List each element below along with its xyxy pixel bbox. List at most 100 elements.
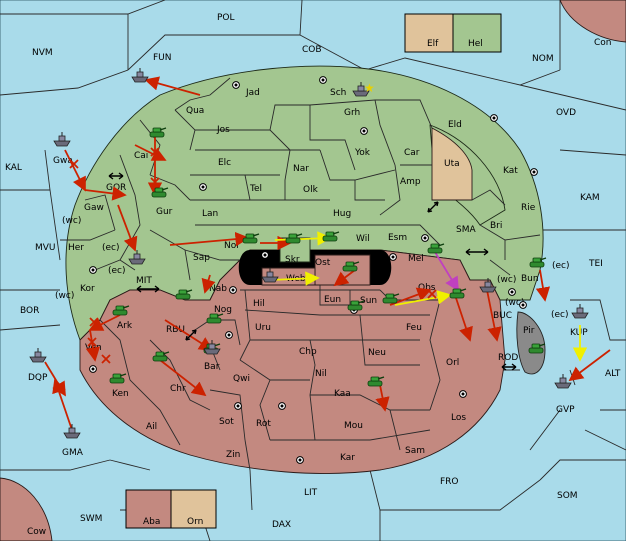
supply-center-icon — [89, 365, 97, 373]
label-lan: Lan — [202, 209, 218, 219]
supply-center-icon — [296, 456, 304, 464]
double-arrow-icon — [427, 201, 439, 213]
label-grh: Grh — [344, 108, 360, 118]
support-arrow — [269, 271, 320, 286]
label-mvu: MVU — [35, 243, 56, 253]
failed-icon — [87, 337, 97, 347]
label-lit: LIT — [304, 488, 318, 498]
label-jad: Jad — [245, 88, 260, 98]
label-tei: TEI — [588, 259, 603, 269]
label-gma: GMA — [62, 448, 84, 458]
label-sap: Sap — [193, 253, 210, 263]
supply-center-icon — [508, 288, 516, 296]
coast-tag: (ec) — [102, 243, 120, 253]
label-skr: Skr — [285, 255, 300, 265]
label-nog: Nog — [214, 305, 232, 315]
move-arrow — [568, 349, 611, 382]
label-nom: NOM — [532, 54, 554, 64]
failed-marks — [69, 147, 437, 364]
label-feu: Feu — [406, 323, 422, 333]
coast-tag: (ec) — [551, 310, 569, 320]
label-los: Los — [451, 413, 466, 423]
coast-tag: (wc) — [497, 275, 516, 285]
label-ost: Ost — [315, 258, 331, 268]
label-qwi: Qwi — [233, 374, 250, 384]
move-arrow — [88, 314, 121, 331]
supply-center-icon — [199, 183, 207, 191]
label-uru: Uru — [255, 323, 271, 333]
label-dax: DAX — [272, 520, 291, 530]
label-eun: Eun — [324, 295, 341, 305]
label-kat: Kat — [503, 166, 518, 176]
label-cow: Cow — [27, 527, 46, 537]
star-icon: ★ — [364, 81, 375, 95]
move-arrow — [333, 269, 356, 287]
support-arrow — [274, 231, 332, 246]
label-nil: Nil — [315, 369, 327, 379]
label-zin: Zin — [226, 450, 240, 460]
move-arrow — [144, 76, 201, 96]
label-eld: Eld — [448, 120, 462, 130]
label-car: Car — [404, 148, 420, 158]
label-pol: POL — [217, 13, 235, 23]
coast-tag: (wc) — [505, 298, 524, 308]
supply-center-icon — [360, 127, 368, 135]
failed-icon — [427, 289, 437, 299]
label-bri: Bri — [490, 221, 502, 231]
coast-tag: (ec) — [552, 261, 570, 271]
move-arrow — [169, 231, 250, 247]
move-arrow — [164, 319, 214, 351]
label-buc: BUC — [493, 311, 512, 321]
label-tel: Tel — [249, 184, 262, 194]
label-sun: Sun — [360, 296, 377, 306]
label-rot: Rot — [256, 419, 271, 429]
move-arrow — [52, 378, 73, 431]
region-pir[interactable] — [516, 311, 546, 375]
coast-tag: (wc) — [62, 216, 81, 226]
label-kal: KAL — [5, 163, 22, 173]
region-uta[interactable] — [431, 127, 473, 201]
label-rbu: RBU — [166, 325, 185, 335]
supply-center-icon — [229, 286, 237, 294]
convoy-arrow — [434, 251, 459, 292]
label-gur: Gur — [156, 207, 173, 217]
supply-center-icon — [389, 253, 397, 261]
failed-icon — [150, 177, 160, 187]
label-qua: Qua — [186, 106, 204, 116]
orders — [44, 76, 611, 431]
label-ark: Ark — [117, 321, 133, 331]
label-jos: Jos — [216, 125, 230, 135]
legend-top-right-label: Hel — [468, 39, 483, 49]
move-arrow — [375, 384, 390, 412]
label-amp: Amp — [400, 177, 421, 187]
label-gaw: Gaw — [84, 203, 104, 213]
label-esm: Esm — [388, 233, 407, 243]
label-gwa: Gwa — [53, 156, 73, 166]
move-arrow — [134, 144, 167, 161]
label-chp: Chp — [299, 347, 317, 357]
move-arrow — [64, 149, 86, 192]
label-her: Her — [68, 243, 84, 253]
label-nvm: NVM — [32, 48, 53, 58]
double-arrow-icon — [136, 285, 160, 293]
supply-center-icon — [421, 234, 429, 242]
label-hil: Hil — [253, 299, 265, 309]
legend-bottom-left-label: Aba — [143, 517, 160, 527]
label-kor: Kor — [80, 284, 95, 294]
label-nar: Nar — [293, 164, 309, 174]
label-rie: Rie — [521, 203, 536, 213]
supply-center-icon — [519, 301, 527, 309]
label-mit: MIT — [136, 276, 152, 286]
south-boundaries — [99, 285, 441, 471]
legend-bottom-right — [170, 489, 217, 529]
link-arrows — [108, 172, 517, 371]
label-som: SOM — [557, 491, 578, 501]
north-boundaries — [60, 77, 541, 281]
label-orl: Orl — [446, 358, 459, 368]
label-hug: Hug — [333, 209, 351, 219]
failed-icon — [69, 159, 79, 169]
label-olk: Olk — [303, 185, 319, 195]
label-fro: FRO — [440, 477, 459, 487]
label-wil: Wil — [356, 234, 370, 244]
